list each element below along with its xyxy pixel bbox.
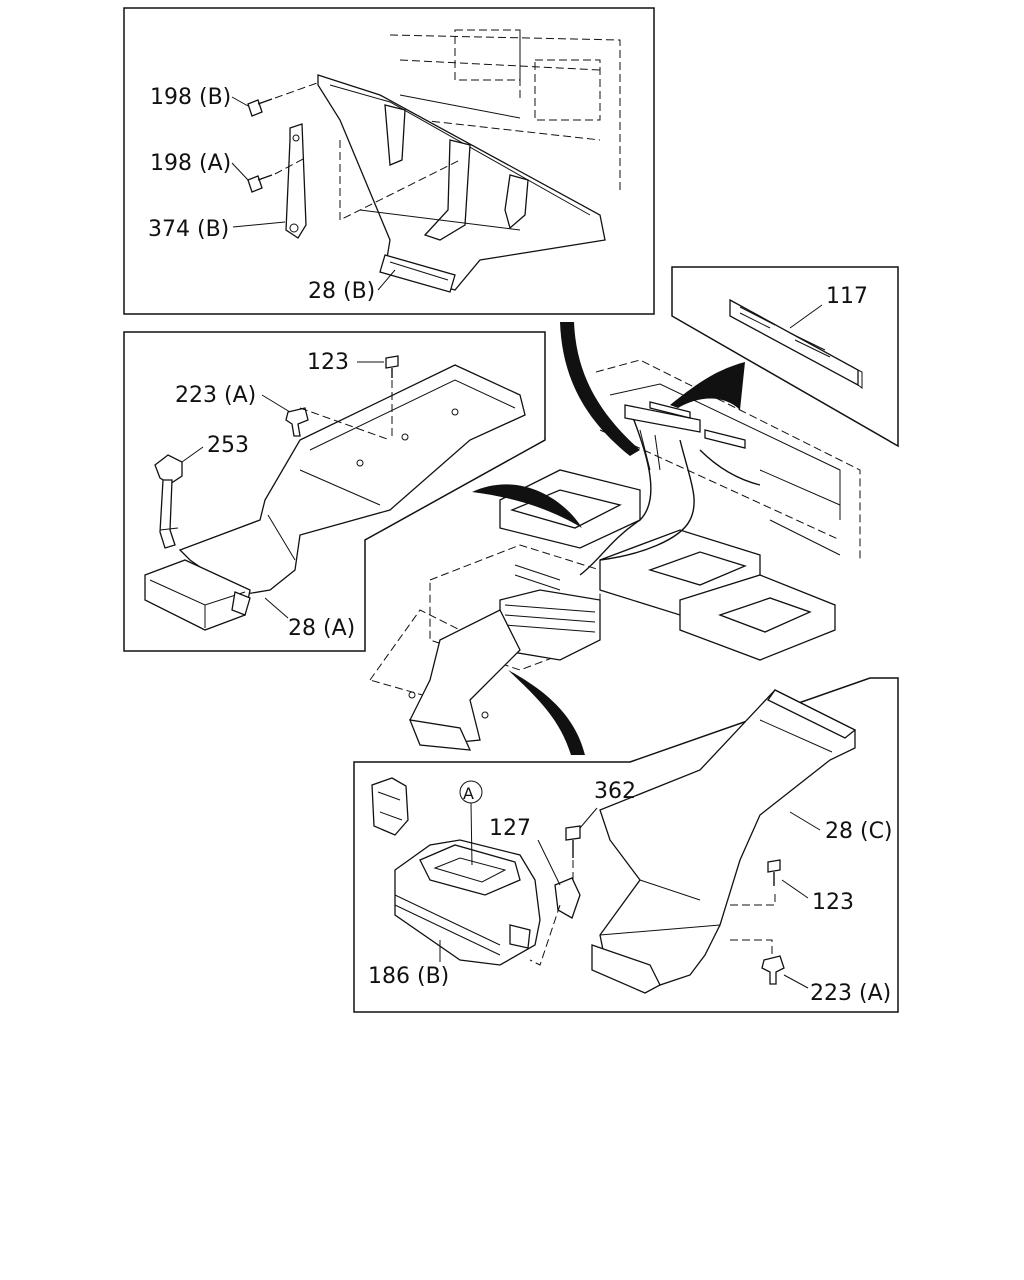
callout-a: A [463,784,474,803]
label-28b: 28 (B) [308,279,375,304]
panel-bottom-right: A 362 127 28 (C) 123 186 (B) 223 (A) [353,677,899,1013]
pointer-arrows [472,322,745,755]
arrow-to-panel-bottom [508,670,585,755]
arrow-to-panel-middle [472,484,582,528]
label-28c: 28 (C) [825,819,893,844]
label-198a: 198 (A) [150,151,231,176]
arrow-to-panel-top [560,322,640,456]
label-186b: 186 (B) [368,964,449,989]
panel-top-left: 198 (B) 198 (A) 374 (B) 28 (B) [123,7,655,315]
arrow-to-panel-117 [670,362,745,410]
label-374b: 374 (B) [148,217,229,242]
vehicle-floor-assembly [369,359,861,751]
label-123-top: 123 [307,350,349,375]
label-123-bottom: 123 [812,890,854,915]
label-117: 117 [826,284,868,309]
label-362: 362 [594,779,636,804]
panel-middle-left: 123 223 (A) 253 28 (A) [123,331,546,652]
label-223a-top: 223 (A) [175,383,256,408]
label-198b: 198 (B) [150,85,231,110]
label-28a: 28 (A) [288,616,355,641]
label-223a-bottom: 223 (A) [810,981,891,1006]
panel-top-right: 117 [671,266,899,448]
label-253: 253 [207,433,249,458]
label-127: 127 [489,816,531,841]
